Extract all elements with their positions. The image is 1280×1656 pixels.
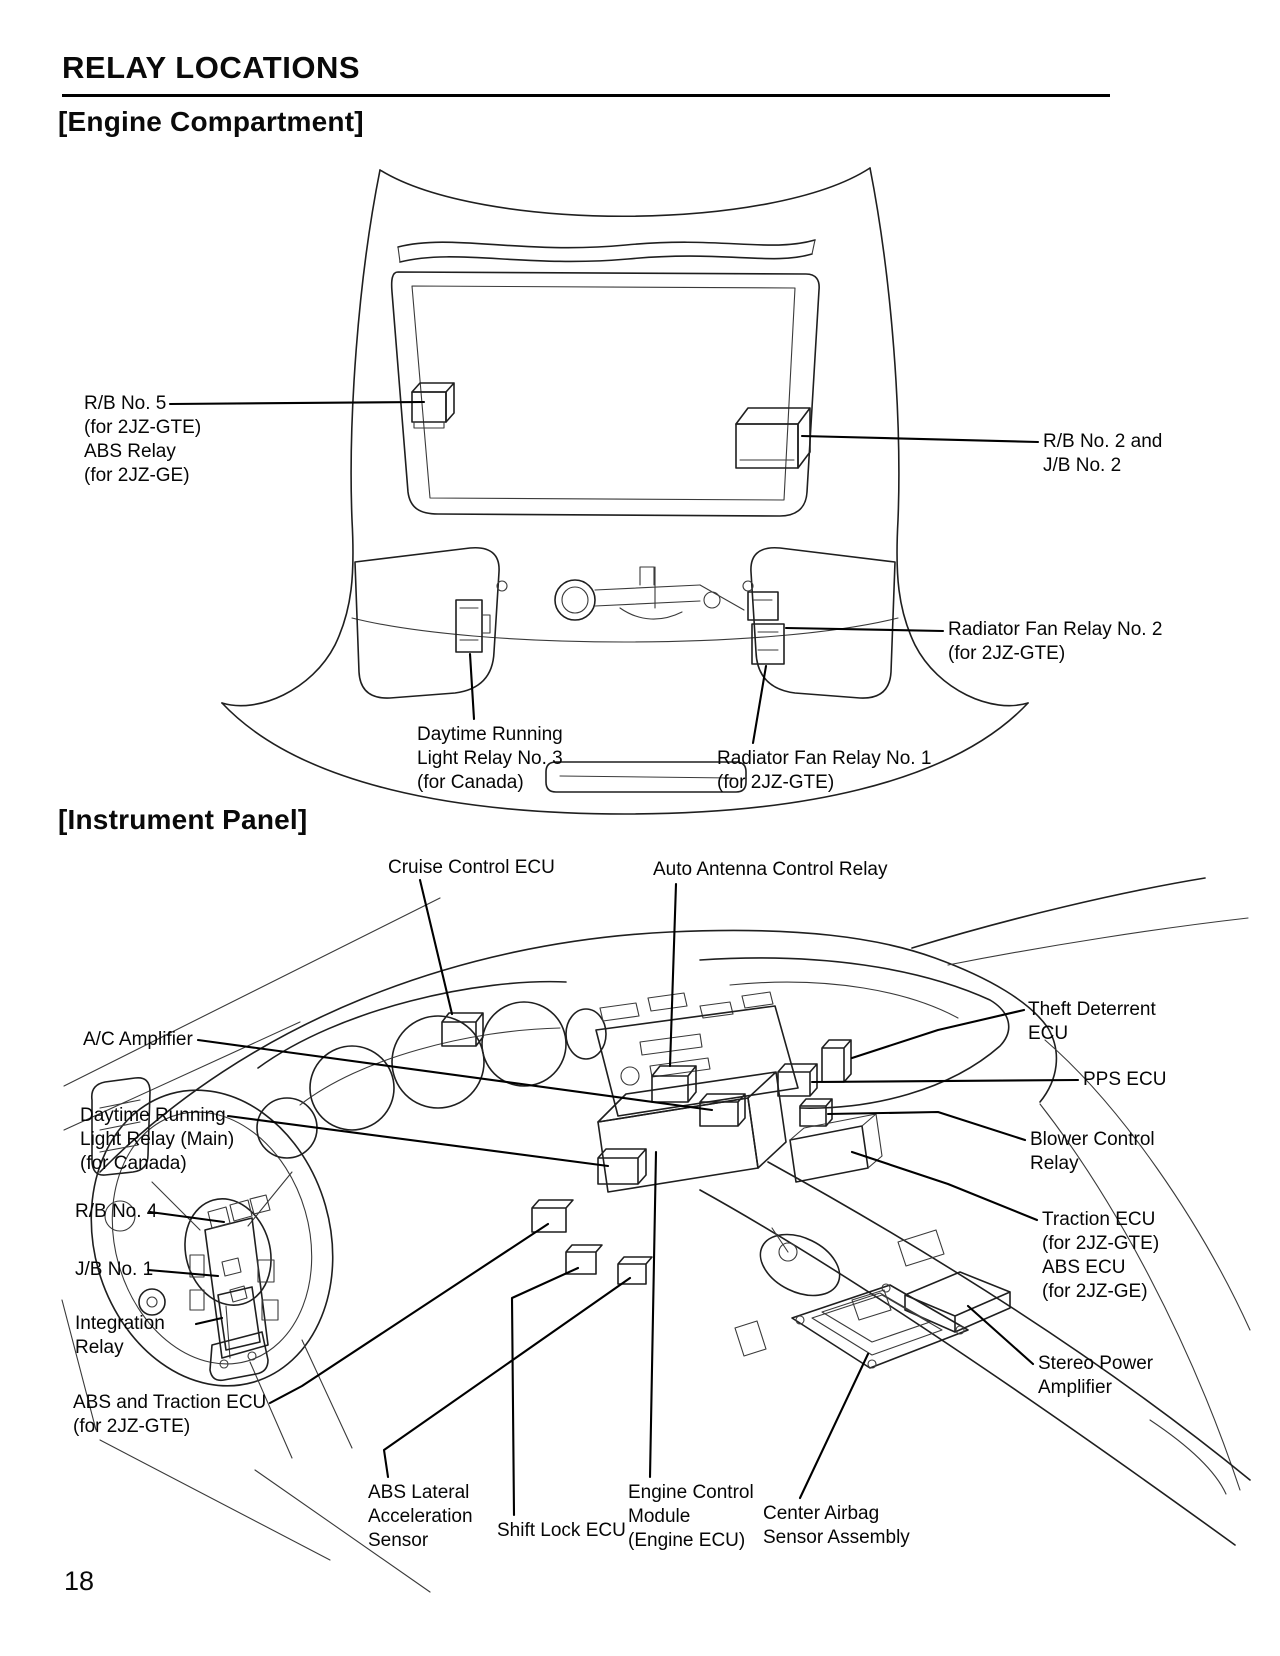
title-rule xyxy=(62,94,1110,97)
label-jb-no-1: J/B No. 1 xyxy=(75,1259,154,1280)
label-blower-control-relay: Blower Control Relay xyxy=(1030,1129,1155,1174)
label-radiator-fan-relay-1: Radiator Fan Relay No. 1 (for 2JZ-GTE) xyxy=(717,748,932,793)
label-abs-and-traction-ecu: ABS and Traction ECU (for 2JZ-GTE) xyxy=(73,1392,267,1437)
panel-leaders xyxy=(146,878,1080,1517)
label-integration-relay: Integration Relay xyxy=(75,1313,165,1358)
page-number: 18 xyxy=(64,1566,95,1596)
engine-compartment-diagram xyxy=(168,167,1040,815)
junction-block-assembly xyxy=(189,1194,279,1382)
label-auto-antenna-control-relay: Auto Antenna Control Relay xyxy=(653,859,888,880)
label-abs-lateral-acceleration-sensor: ABS Lateral Acceleration Sensor xyxy=(368,1482,473,1551)
label-shift-lock-ecu: Shift Lock ECU xyxy=(497,1520,626,1541)
label-pps-ecu: PPS ECU xyxy=(1083,1069,1167,1090)
center-console xyxy=(699,1161,1251,1546)
engine-leaders xyxy=(168,400,1040,745)
label-rb-no-5: R/B No. 5 (for 2JZ-GTE) ABS Relay (for 2… xyxy=(84,393,202,486)
label-stereo-power-amplifier: Stereo Power Amplifier xyxy=(1038,1353,1154,1398)
label-traction-ecu-abs-ecu: Traction ECU (for 2JZ-GTE) ABS ECU (for … xyxy=(1042,1209,1160,1302)
label-radiator-fan-relay-2: Radiator Fan Relay No. 2 (for 2JZ-GTE) xyxy=(948,619,1163,664)
steering-wheel xyxy=(90,1076,353,1459)
label-daytime-running-light-relay-main: Daytime Running Light Relay (Main) (for … xyxy=(80,1105,235,1174)
label-ac-amplifier: A/C Amplifier xyxy=(83,1029,193,1050)
center-stack xyxy=(595,991,799,1117)
label-rb-no-4: R/B No. 4 xyxy=(75,1201,158,1222)
label-rb-no-2-jb-no-2: R/B No. 2 and J/B No. 2 xyxy=(1043,431,1163,476)
label-daytime-running-light-relay-3: Daytime Running Light Relay No. 3 (for C… xyxy=(417,724,563,793)
engine-relay-boxes xyxy=(411,382,811,665)
label-center-airbag-sensor-assembly: Center Airbag Sensor Assembly xyxy=(763,1503,910,1548)
label-cruise-control-ecu: Cruise Control ECU xyxy=(388,857,555,878)
page-title: RELAY LOCATIONS xyxy=(62,50,361,85)
car-body-outline xyxy=(221,167,1029,815)
dash-outline xyxy=(61,877,1251,1593)
label-engine-control-module: Engine Control Module (Engine ECU) xyxy=(628,1482,754,1551)
section-heading-instrument-panel: [Instrument Panel] xyxy=(58,804,308,835)
panel-ecu-boxes xyxy=(441,1012,1011,1369)
instrument-cluster xyxy=(256,980,607,1159)
instrument-panel-diagram xyxy=(61,877,1251,1593)
section-heading-engine-compartment: [Engine Compartment] xyxy=(58,106,364,137)
label-theft-deterrent-ecu: Theft Deterrent ECU xyxy=(1028,999,1156,1044)
